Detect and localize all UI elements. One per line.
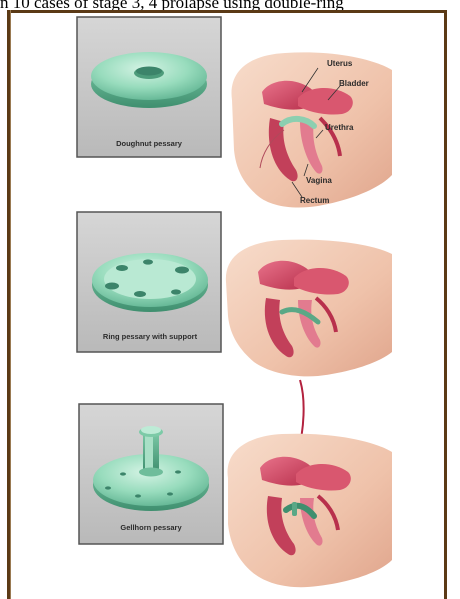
panel-doughnut: Doughnut pessary Uterus Bladder Urethra … [77,17,392,208]
label-vagina: Vagina [306,176,332,185]
device-label-doughnut: Doughnut pessary [116,139,183,148]
ring-pessary-icon [92,253,208,312]
device-label-gellhorn: Gellhorn pessary [120,523,182,532]
device-label-ring: Ring pessary with support [103,332,198,341]
panel-ring: Ring pessary with support [77,212,392,376]
label-urethra: Urethra [325,123,354,132]
panel-gellhorn: Gellhorn pessary [79,404,392,587]
pelvis-anatomy-3 [228,434,392,588]
label-rectum: Rectum [300,196,329,205]
label-uterus: Uterus [327,59,353,68]
doughnut-pessary-icon [91,52,207,108]
label-bladder: Bladder [339,79,369,88]
pelvis-anatomy-2 [226,240,392,377]
